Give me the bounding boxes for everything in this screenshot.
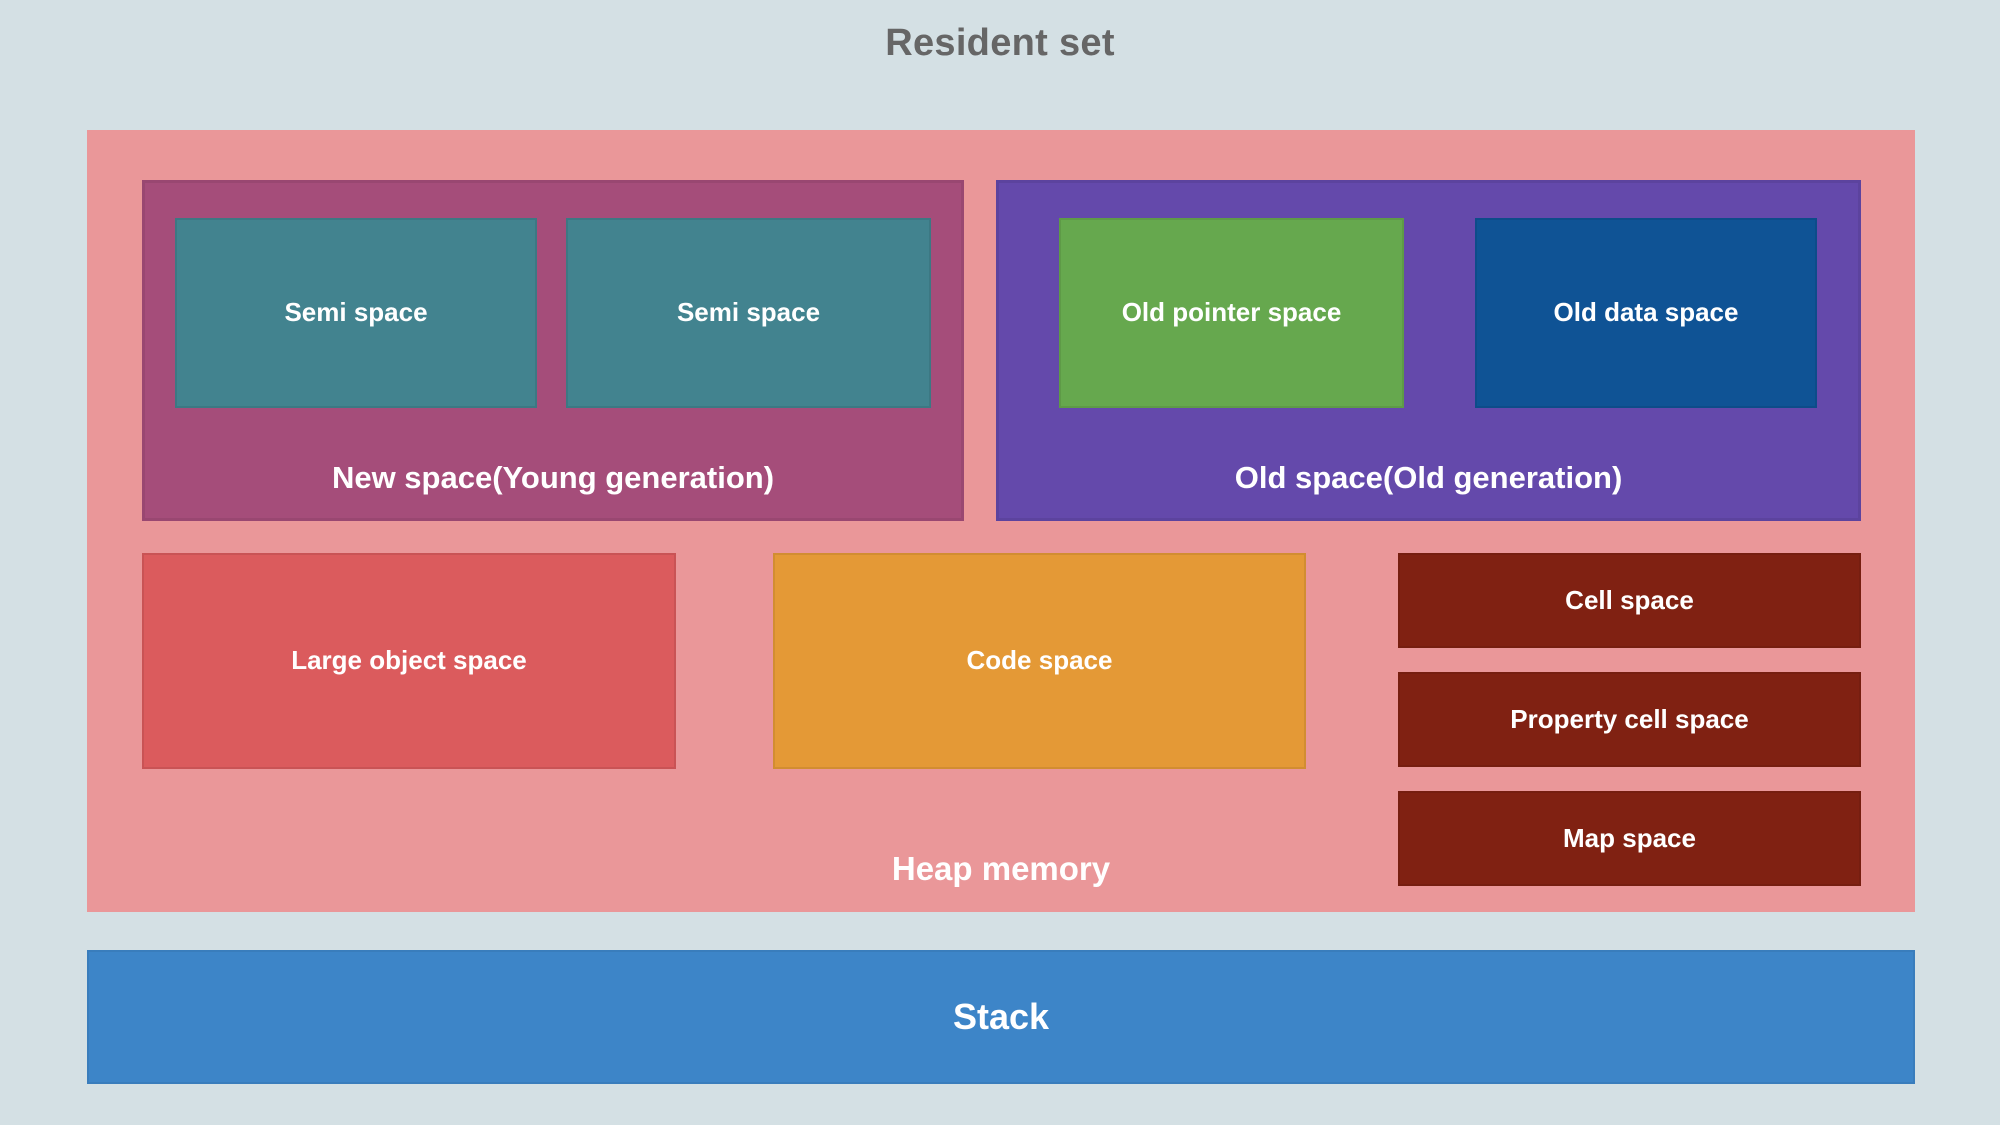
old-data-space-label: Old data space — [1553, 297, 1739, 328]
old-space-container: Old pointer space Old data space Old spa… — [996, 180, 1861, 521]
semi-space-a-label: Semi space — [284, 297, 428, 328]
property-cell-space-box: Property cell space — [1398, 672, 1861, 767]
map-space-box: Map space — [1398, 791, 1861, 886]
cell-space-label: Cell space — [1565, 584, 1694, 615]
old-space-label: Old space(Old generation) — [1234, 460, 1623, 495]
semi-space-b-label: Semi space — [676, 297, 821, 328]
new-space-label: New space(Young generation) — [331, 460, 775, 495]
heap-memory-container: Semi space Semi space New space(Young ge… — [87, 130, 1915, 912]
old-pointer-space-label: Old pointer space — [1121, 297, 1342, 328]
stack-container: Stack — [87, 950, 1915, 1084]
heap-memory-label: Heap memory — [891, 850, 1111, 887]
semi-space-b-box: Semi space — [566, 218, 931, 408]
large-object-space-box: Large object space — [142, 553, 676, 769]
semi-space-a-box: Semi space — [175, 218, 537, 408]
map-space-label: Map space — [1563, 822, 1696, 853]
property-cell-space-label: Property cell space — [1510, 703, 1749, 734]
new-space-container: Semi space Semi space New space(Young ge… — [142, 180, 964, 521]
large-object-space-label: Large object space — [291, 645, 527, 676]
stack-label: Stack — [952, 996, 1050, 1037]
old-data-space-box: Old data space — [1475, 218, 1817, 408]
code-space-box: Code space — [773, 553, 1306, 769]
cell-space-box: Cell space — [1398, 553, 1861, 648]
code-space-label: Code space — [966, 645, 1113, 676]
page-title: Resident set — [885, 22, 1115, 64]
old-pointer-space-box: Old pointer space — [1059, 218, 1404, 408]
